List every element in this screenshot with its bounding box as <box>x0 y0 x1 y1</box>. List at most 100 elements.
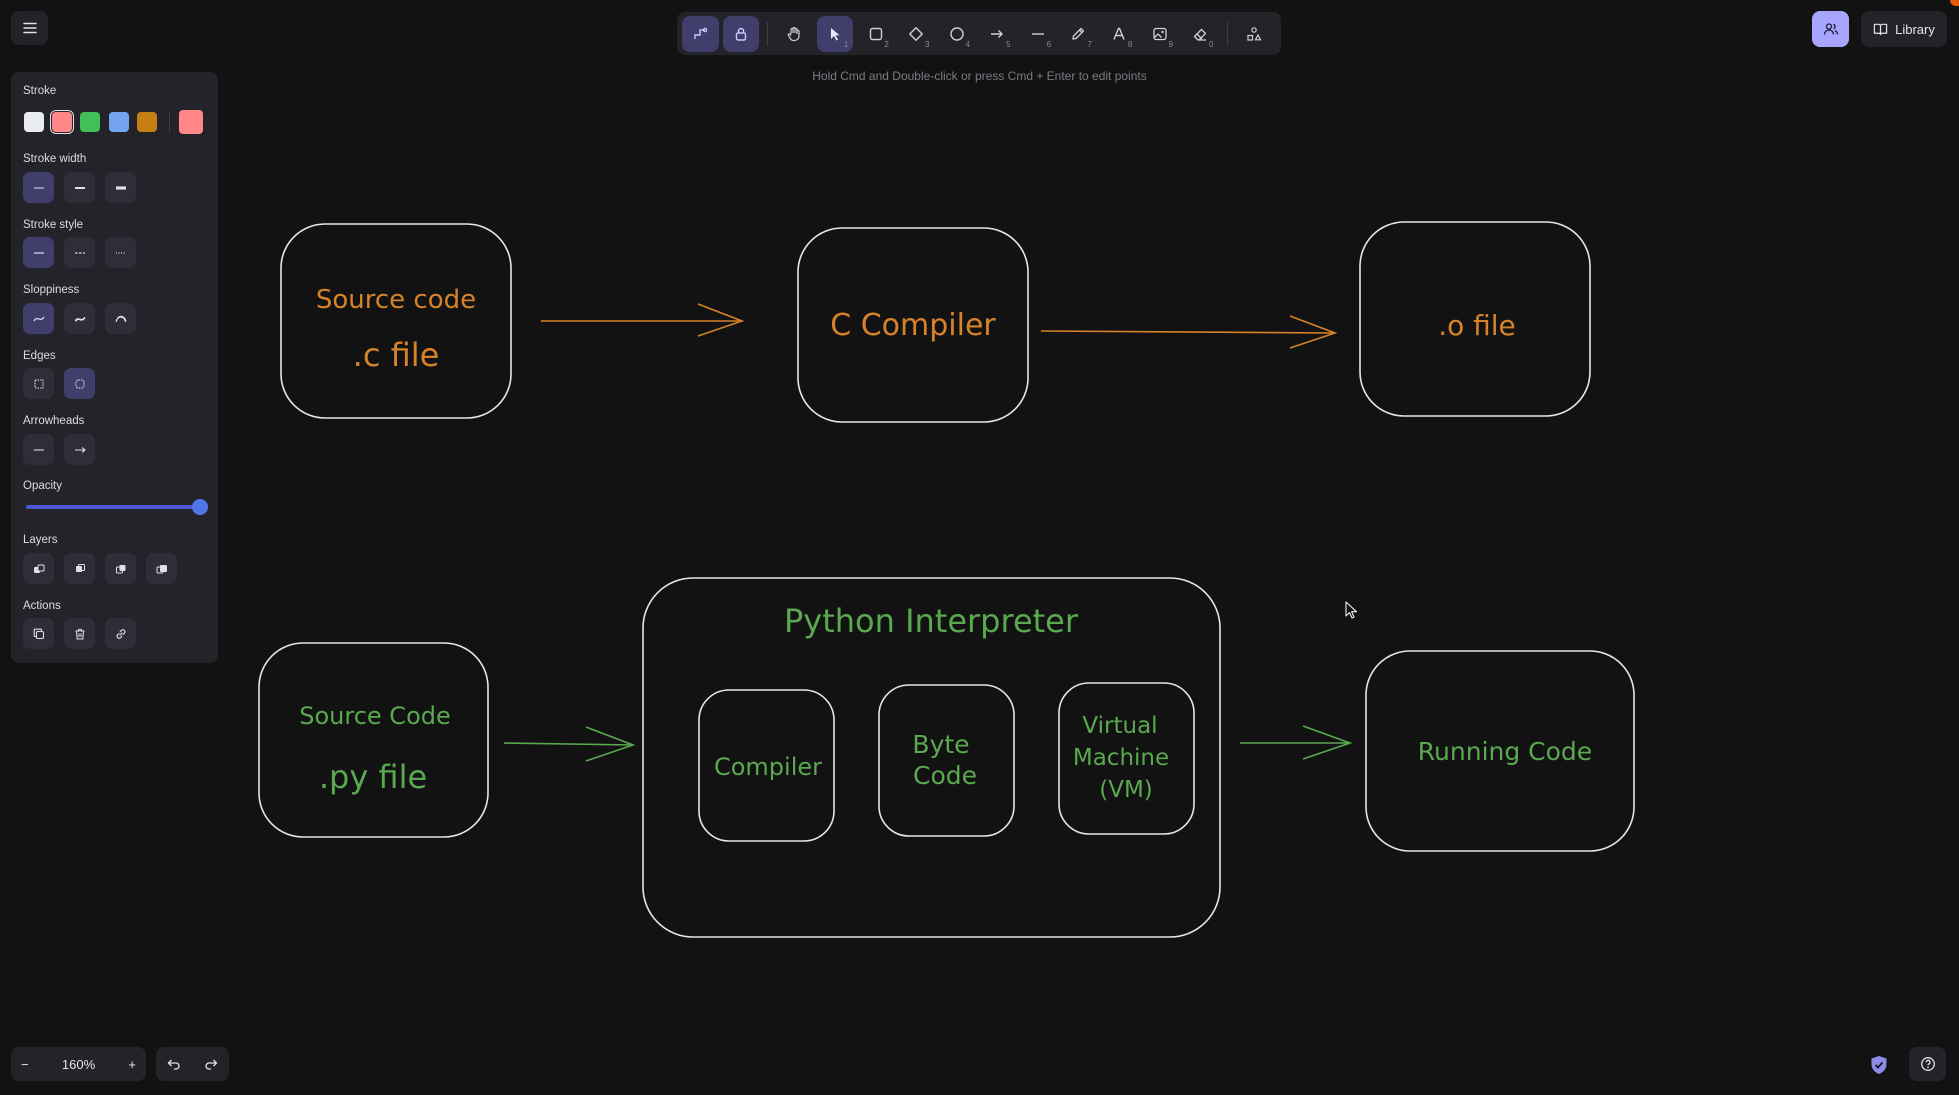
dashed-line-icon <box>74 251 85 254</box>
rectangle-icon <box>869 27 882 40</box>
stroke-color-orange[interactable] <box>137 112 157 132</box>
zoom-out-button[interactable]: − <box>21 1056 29 1072</box>
line-icon <box>1031 32 1044 35</box>
send-to-back-button[interactable] <box>23 553 54 584</box>
redo-icon[interactable] <box>204 1058 218 1070</box>
edit-points-hint: Hold Cmd and Double-click or press Cmd +… <box>812 69 1147 83</box>
extra-tools-button[interactable] <box>1235 16 1272 52</box>
book-icon <box>1873 23 1888 36</box>
extra-bold-line-icon <box>115 185 126 190</box>
sloppiness-cartoonist[interactable] <box>105 303 136 334</box>
bring-to-front-button[interactable] <box>146 553 177 584</box>
main-toolbar: 1 2 3 4 5 6 7 8 9 0 <box>677 12 1281 55</box>
line-tool-button[interactable]: 6 <box>1020 16 1057 52</box>
arrow-icon <box>991 29 1004 38</box>
selection-arrow-icon <box>831 27 840 40</box>
shield-check-icon[interactable] <box>1868 1054 1890 1076</box>
duplicate-icon <box>33 628 44 639</box>
stroke-color-green[interactable] <box>80 112 100 132</box>
virtual-machine-box[interactable] <box>1058 682 1195 835</box>
library-label: Library <box>1895 21 1935 37</box>
bring-forward-button[interactable] <box>105 553 136 584</box>
o-file-box[interactable] <box>1359 221 1591 417</box>
c-compiler-label: C Compiler <box>830 308 996 343</box>
stroke-color-white[interactable] <box>24 112 44 132</box>
rectangle-tool-button[interactable]: 2 <box>857 16 894 52</box>
image-icon <box>1152 27 1167 40</box>
running-code-label: Running Code <box>1418 737 1592 766</box>
running-code-box[interactable] <box>1365 650 1635 852</box>
edges-round[interactable] <box>64 368 95 399</box>
stroke-width-extra-bold[interactable] <box>105 172 136 203</box>
c-compiler-box[interactable] <box>797 227 1029 423</box>
stroke-style-solid[interactable] <box>23 237 54 268</box>
arrow-py-source-to-interpreter[interactable] <box>503 726 636 762</box>
users-icon <box>1823 23 1838 35</box>
opacity-slider-thumb[interactable] <box>192 499 208 515</box>
shortcut-number: 6 <box>1046 39 1052 49</box>
zoom-in-button[interactable]: + <box>128 1056 136 1072</box>
zoom-controls: − 160% + <box>11 1047 146 1081</box>
mouse-cursor-icon <box>1345 601 1358 619</box>
library-button[interactable]: Library <box>1861 11 1947 47</box>
image-tool-button[interactable]: 9 <box>1141 16 1178 52</box>
undo-icon[interactable] <box>167 1058 181 1070</box>
send-backward-button[interactable] <box>64 553 95 584</box>
sloppiness-architect[interactable] <box>23 303 54 334</box>
current-stroke-color[interactable] <box>179 110 203 134</box>
arrow-compiler-to-o-file[interactable] <box>1040 315 1338 349</box>
pencil-tool-button[interactable]: 7 <box>1060 16 1097 52</box>
artist-curve-icon <box>74 316 85 322</box>
c-source-box[interactable] <box>280 223 512 419</box>
lock-tool-button[interactable] <box>722 15 760 52</box>
opacity-slider-track[interactable] <box>26 505 199 509</box>
text-tool-button[interactable]: 8 <box>1101 16 1138 52</box>
arrow-c-source-to-compiler[interactable] <box>541 303 745 337</box>
edges-sharp[interactable] <box>23 368 54 399</box>
stroke-style-heading: Stroke style <box>23 219 84 231</box>
stroke-style-dashed[interactable] <box>64 237 95 268</box>
link-button[interactable] <box>105 618 136 649</box>
vm-label-2: Machine <box>1073 745 1169 771</box>
toolbar-divider <box>1226 21 1228 46</box>
byte-code-label-1: Byte <box>912 730 969 759</box>
arrowhead-start-none[interactable] <box>23 434 54 465</box>
arrowhead-end-arrow[interactable] <box>64 434 95 465</box>
dotted-line-icon <box>115 251 126 254</box>
hand-tool-button[interactable] <box>776 16 813 52</box>
eraser-tool-button[interactable]: 0 <box>1182 16 1219 52</box>
live-collaboration-button[interactable] <box>1812 11 1849 47</box>
arrow-tool-button[interactable]: 5 <box>979 16 1016 52</box>
py-source-box[interactable] <box>258 642 489 838</box>
zoom-level-reset[interactable]: 160% <box>61 1056 96 1072</box>
delete-button[interactable] <box>64 618 95 649</box>
shortcut-number: 9 <box>1168 39 1173 49</box>
arrow-interpreter-to-running-code[interactable] <box>1240 725 1353 760</box>
duplicate-button[interactable] <box>23 618 54 649</box>
swatch-divider <box>169 111 170 133</box>
stroke-width-bold[interactable] <box>64 172 95 203</box>
stroke-color-red[interactable] <box>50 110 74 134</box>
shortcut-number: 2 <box>884 39 889 49</box>
keep-selected-tool-icon <box>694 27 708 39</box>
c-source-label-2: .c file <box>353 336 440 374</box>
stroke-color-blue[interactable] <box>109 112 129 132</box>
solid-line-icon <box>33 251 44 254</box>
main-menu-button[interactable] <box>11 11 48 45</box>
stroke-style-dotted[interactable] <box>105 237 136 268</box>
keep-selected-tool-button[interactable] <box>682 15 719 52</box>
byte-code-box[interactable] <box>878 684 1015 837</box>
sloppiness-artist[interactable] <box>64 303 95 334</box>
selection-tool-button[interactable]: 1 <box>816 15 854 52</box>
python-interpreter-box[interactable] <box>642 577 1221 938</box>
help-button[interactable] <box>1909 1047 1946 1081</box>
send-to-back-icon <box>33 564 44 573</box>
compiler-box[interactable] <box>698 689 835 842</box>
ellipse-tool-button[interactable]: 4 <box>938 16 975 52</box>
stroke-width-thin[interactable] <box>23 172 54 203</box>
diamond-tool-button[interactable]: 3 <box>898 16 935 52</box>
o-file-label: .o file <box>1438 309 1516 342</box>
toolbar-divider <box>767 21 769 46</box>
py-source-label-2: .py file <box>319 758 427 796</box>
